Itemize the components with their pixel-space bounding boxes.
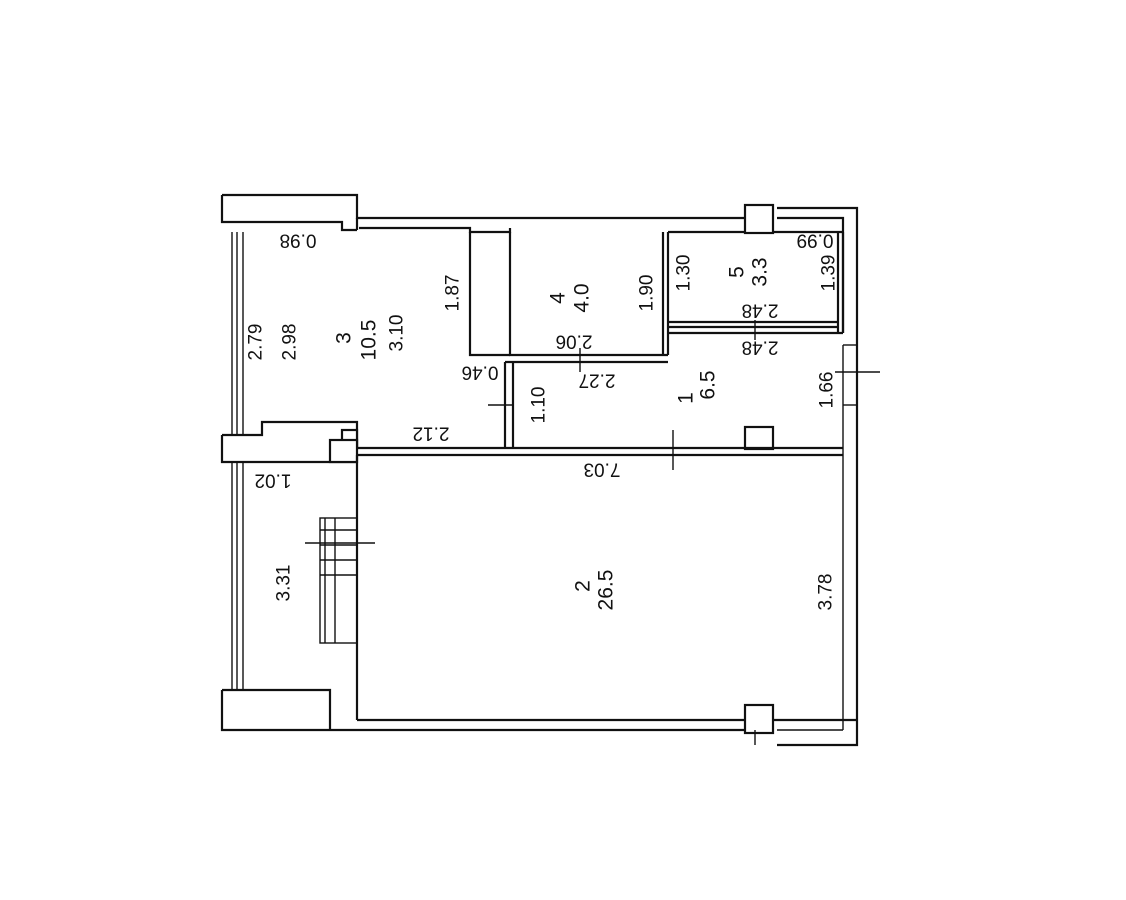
dim-1-87: 1.87 — [442, 274, 464, 312]
dim-0-46: 0.46 — [461, 361, 499, 383]
room-5-area: 3.3 — [748, 257, 772, 287]
room-3-number: 3 — [332, 332, 356, 344]
dim-0-98: 0.98 — [279, 229, 317, 251]
tick-marks — [488, 320, 880, 746]
dim-7-03: 7.03 — [583, 458, 621, 480]
room-4-area: 4.0 — [570, 283, 594, 313]
dim-1-66: 1.66 — [816, 371, 838, 409]
room-3-area: 10.5 — [357, 319, 381, 361]
room-2-area: 26.5 — [594, 569, 618, 611]
room-5-number: 5 — [725, 266, 749, 278]
piers — [328, 203, 775, 735]
room-1-area: 6.5 — [696, 370, 720, 400]
room-2-number: 2 — [571, 580, 595, 592]
dim-1-39: 1.39 — [818, 254, 840, 292]
dim-2-12: 2.12 — [412, 422, 450, 444]
dim-1-10: 1.10 — [528, 386, 550, 424]
dim-3-10: 3.10 — [386, 314, 408, 352]
room-4-number: 4 — [546, 292, 570, 304]
dim-1-30: 1.30 — [673, 254, 695, 292]
stair — [305, 517, 375, 644]
dim-2-48-upper: 2.48 — [741, 299, 779, 321]
dim-2-79: 2.79 — [245, 323, 267, 361]
dim-1-02: 1.02 — [254, 469, 292, 491]
dim-2-27: 2.27 — [578, 369, 616, 391]
interior-walls — [355, 232, 857, 720]
dim-3-78: 3.78 — [815, 573, 837, 611]
dim-3-31: 3.31 — [273, 564, 295, 602]
dim-2-06: 2.06 — [555, 330, 593, 352]
dim-0-99: 0.99 — [796, 229, 834, 251]
room-1-number: 1 — [674, 392, 698, 404]
dim-1-90: 1.90 — [636, 274, 658, 312]
dim-2-48-lower: 2.48 — [741, 336, 779, 358]
dim-2-98: 2.98 — [279, 323, 301, 361]
